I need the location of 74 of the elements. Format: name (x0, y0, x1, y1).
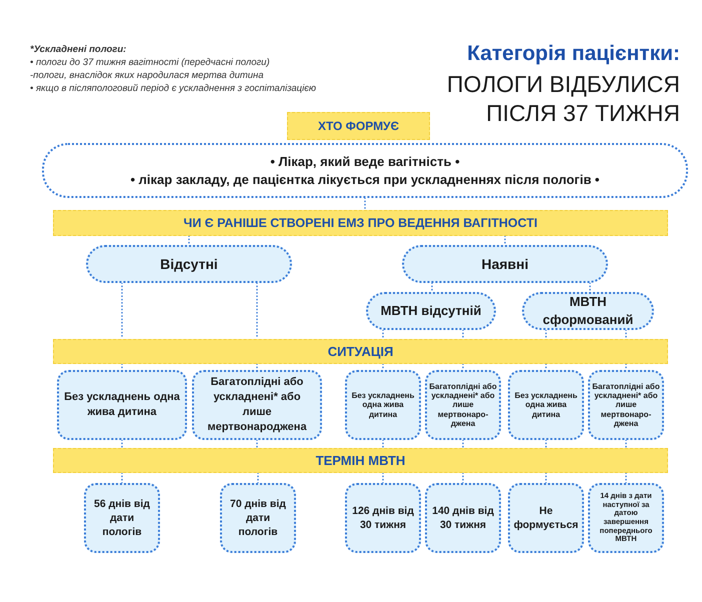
subtitle: ПОЛОГИ ВІДБУЛИСЯ ПІСЛЯ 37 ТИЖНЯ (446, 70, 680, 128)
category-box (366, 292, 496, 330)
connector-line (382, 472, 384, 484)
category-box (425, 370, 501, 440)
footnote-item: • якщо в післяпологовий період є ускладнення з госпіталізацією (30, 83, 318, 95)
section-banner (53, 339, 668, 364)
node-text: Багатоплідні або ускладнені* або лише мертвонаро-джена (429, 382, 497, 428)
section-banner (53, 448, 668, 473)
connector-line (256, 439, 258, 449)
connector-line (462, 439, 464, 449)
connector-line (382, 363, 384, 371)
node-text: Багатоплідні або ускладнені* або лише мертвонаро-джена (592, 382, 660, 428)
title: Категорія пацієнтки: (467, 42, 680, 66)
connector-line (256, 363, 258, 371)
node-text: 126 днів від 30 тижня (351, 504, 415, 532)
category-box (508, 370, 584, 440)
category-box (86, 245, 292, 283)
node-text: ХТО ФОРМУЄ (318, 118, 400, 134)
section-banner (287, 112, 430, 140)
connector-line (625, 472, 627, 484)
node-text: • Лікар, який веде вагітність • (270, 152, 460, 170)
connector-line (462, 363, 464, 371)
node-text: 56 днів від дати пологів (93, 496, 151, 540)
node-text: МВТН відсутній (380, 302, 482, 320)
category-box (402, 245, 608, 283)
footnote-item: • пологи до 37 тижня вагітності (передчасні пологи) (30, 57, 271, 69)
connector-line (382, 329, 384, 340)
node-text: 140 днів від 30 тижня (431, 504, 495, 532)
category-box (84, 483, 160, 553)
node-text: Без ускладнень одна жива дитина (350, 391, 416, 419)
connector-line (257, 472, 259, 484)
section-banner (53, 210, 668, 236)
category-box (192, 370, 322, 440)
connector-line (625, 439, 627, 449)
node-text: Відсутні (160, 254, 218, 274)
connector-line (462, 329, 464, 340)
connector-line (504, 235, 506, 246)
category-box (57, 370, 187, 440)
connector-line (188, 235, 190, 246)
category-box (522, 292, 654, 330)
connector-line (545, 439, 547, 449)
connector-line (625, 363, 627, 371)
category-box (508, 483, 584, 553)
node-text: СИТУАЦІЯ (328, 342, 394, 360)
connector-line (545, 472, 547, 484)
connector-line (462, 472, 464, 484)
node-text: ЧИ Є РАНІШЕ СТВОРЕНІ ЕМЗ ПРО ВЕДЕННЯ ВАГІТНОСТІ (184, 214, 538, 232)
node-text: • лікар закладу, де пацієнтка лікується при ускладненнях після пологів • (130, 170, 600, 188)
category-box (588, 370, 664, 440)
connector-line (545, 329, 547, 340)
category-box (345, 370, 421, 440)
node-text: Без ускладнень одна жива дитина (63, 390, 181, 420)
connector-line (121, 439, 123, 449)
connector-line (364, 197, 366, 211)
category-box (588, 483, 664, 553)
node-text: 70 днів від дати пологів (229, 496, 287, 540)
node-text: Багатоплідні або ускладнені* або лише мертвонароджена (206, 375, 308, 435)
node-text: Наявні (481, 254, 529, 274)
connector-line (382, 439, 384, 449)
footnote-item: -пологи, внаслідок яких народилася мертва дитина (30, 70, 265, 82)
category-box (220, 483, 296, 553)
category-box (425, 483, 501, 553)
connector-line (625, 329, 627, 340)
category-box (345, 483, 421, 553)
node-text: МВТН сформований (542, 293, 634, 329)
node-text: ТЕРМІН МВТН (316, 452, 406, 470)
connector-line (121, 363, 123, 371)
connector-line (589, 282, 591, 293)
connector-line (545, 363, 547, 371)
node-text: Не формується (514, 504, 578, 532)
footnote-heading: *Ускладнені пологи: (30, 44, 128, 56)
node-text: Без ускладнень одна жива дитина (514, 391, 578, 419)
connector-line (431, 282, 433, 293)
connector-line (121, 472, 123, 484)
